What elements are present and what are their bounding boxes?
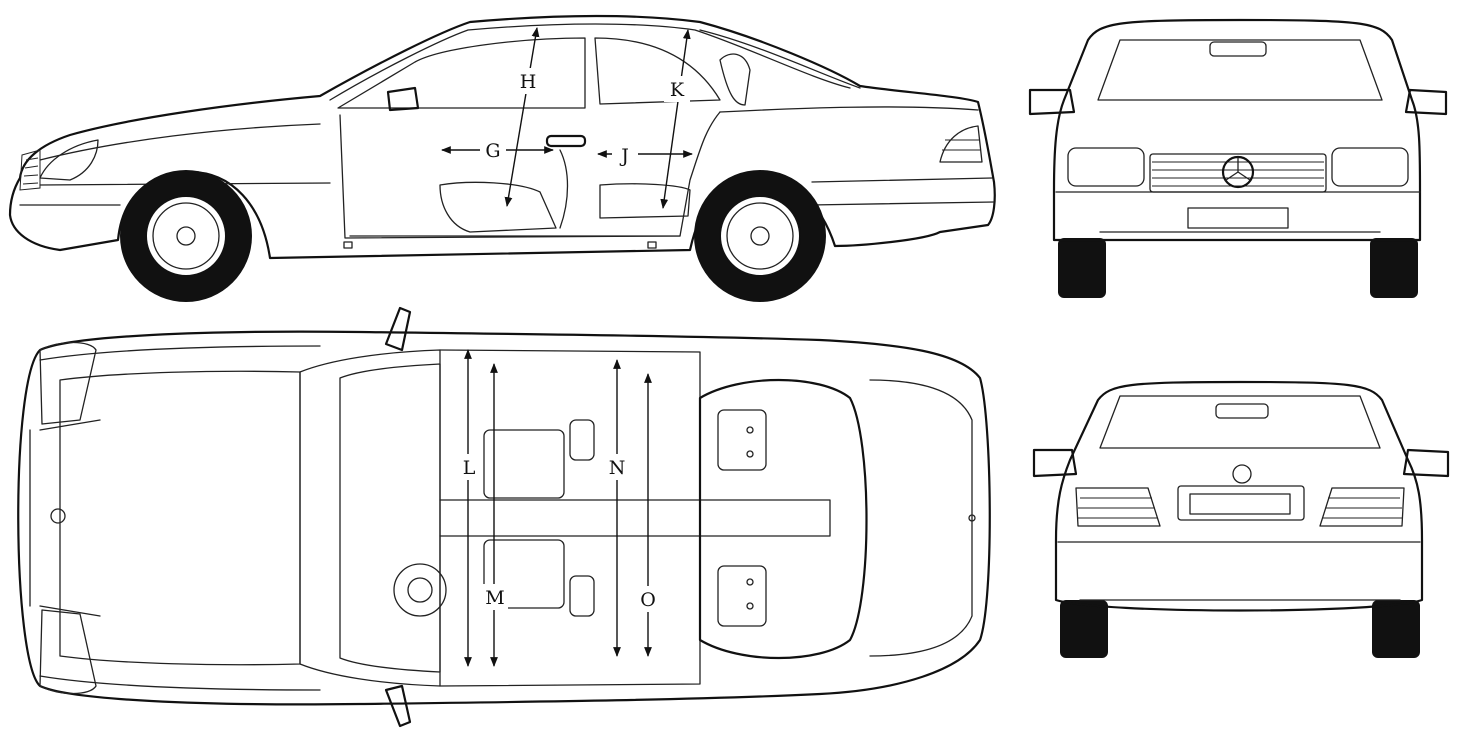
dimension-label-m: M	[485, 587, 504, 609]
dimension-label-h: H	[520, 71, 537, 93]
dimension-label-o: O	[640, 589, 656, 611]
side-view	[8, 14, 996, 302]
dimension-label-g: G	[485, 140, 500, 162]
front-view	[1028, 18, 1448, 298]
rear-view	[1032, 380, 1450, 658]
side-view-dimensions: H G J K	[441, 27, 693, 209]
dimension-label-n: N	[609, 457, 626, 479]
top-view-dimensions: L M N O	[456, 349, 661, 667]
dimension-label-j: J	[619, 145, 629, 167]
top-view	[17, 306, 991, 728]
dimension-label-k: K	[670, 79, 685, 101]
dimension-label-l: L	[463, 457, 476, 479]
